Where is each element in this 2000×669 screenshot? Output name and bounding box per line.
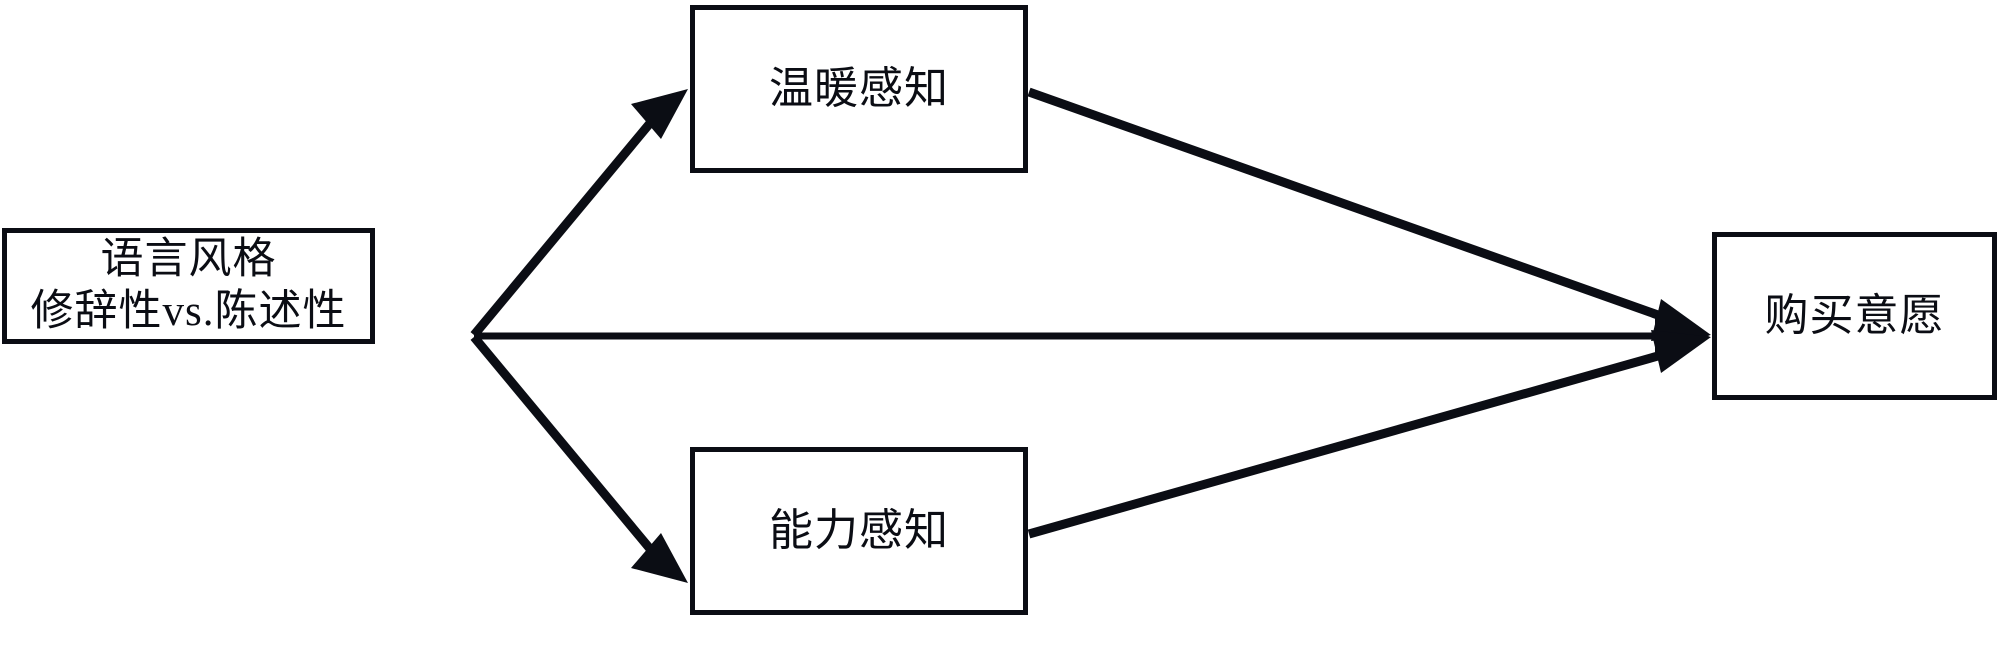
edge-independent-to-outcome: [474, 314, 1710, 358]
arrowhead-icon: [631, 89, 688, 139]
arrowhead-icon: [1651, 299, 1711, 341]
node-mediator-warmth[interactable]: 温暖感知: [690, 5, 1028, 173]
node-mediator-warmth-label: 温暖感知: [769, 64, 949, 114]
node-independent-variable[interactable]: 语言风格 修辞性vs.陈述性: [2, 228, 375, 344]
node-independent-variable-label: 语言风格 修辞性vs.陈述性: [30, 235, 347, 335]
node-mediator-competence[interactable]: 能力感知: [690, 447, 1028, 615]
edge-competence-to-outcome: [1027, 330, 1711, 539]
edge-warmth-to-outcome: [1027, 87, 1711, 341]
edge-independent-to-competence: [470, 334, 688, 583]
node-mediator-competence-label: 能力感知: [769, 506, 949, 556]
arrowhead-icon: [1651, 330, 1711, 373]
node-dependent-variable-label: 购买意愿: [1764, 291, 1945, 341]
arrowhead-icon: [631, 533, 688, 583]
node-dependent-variable[interactable]: 购买意愿: [1712, 232, 1997, 400]
edge-independent-to-warmth: [470, 89, 688, 338]
